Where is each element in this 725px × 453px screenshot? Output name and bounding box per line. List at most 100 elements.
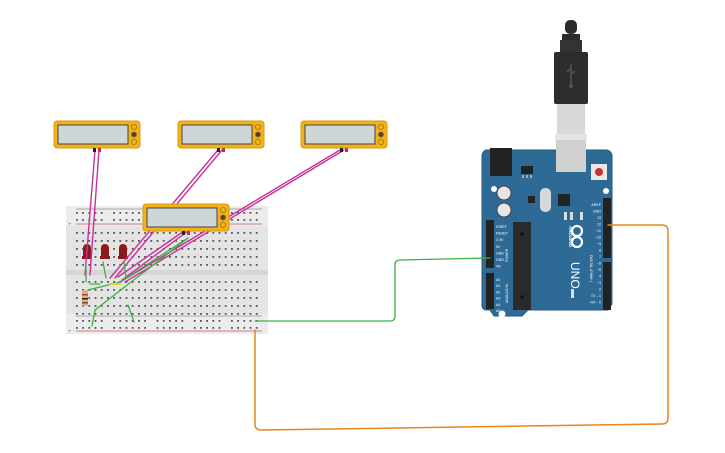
breadboard-hole[interactable] bbox=[187, 281, 190, 283]
breadboard-hole[interactable] bbox=[144, 313, 146, 315]
breadboard-hole[interactable] bbox=[249, 256, 252, 258]
breadboard-hole[interactable] bbox=[144, 240, 146, 242]
multimeter-port-icon[interactable] bbox=[254, 138, 261, 145]
breadboard-hole[interactable] bbox=[200, 305, 202, 307]
breadboard-hole[interactable] bbox=[100, 305, 103, 307]
breadboard-hole[interactable] bbox=[212, 289, 215, 291]
multimeter[interactable] bbox=[53, 120, 141, 152]
breadboard-hole[interactable] bbox=[82, 327, 84, 329]
breadboard-hole[interactable] bbox=[243, 256, 246, 258]
wire-probe[interactable] bbox=[124, 149, 345, 283]
digital-header-bottom[interactable] bbox=[603, 262, 611, 310]
breadboard-hole[interactable] bbox=[131, 289, 134, 291]
breadboard-hole[interactable] bbox=[162, 305, 165, 307]
breadboard-hole[interactable] bbox=[255, 212, 258, 214]
breadboard-hole[interactable] bbox=[224, 297, 227, 299]
breadboard-hole[interactable] bbox=[206, 281, 208, 283]
breadboard-hole[interactable] bbox=[206, 320, 208, 322]
arduino-uno[interactable]: ARDUINO UNO POWER ANALOG IN DIGITAL (PWM… bbox=[481, 140, 613, 318]
breadboard-hole[interactable] bbox=[76, 320, 78, 322]
breadboard-hole[interactable] bbox=[113, 297, 115, 299]
breadboard-hole[interactable] bbox=[100, 313, 103, 315]
breadboard-hole[interactable] bbox=[175, 305, 177, 307]
breadboard-hole[interactable] bbox=[169, 281, 171, 283]
breadboard-hole[interactable] bbox=[231, 240, 233, 242]
breadboard-hole[interactable] bbox=[156, 256, 159, 258]
breadboard-hole[interactable] bbox=[131, 219, 134, 221]
breadboard-hole[interactable] bbox=[94, 305, 97, 307]
breadboard-hole[interactable] bbox=[206, 248, 208, 250]
breadboard-hole[interactable] bbox=[175, 264, 177, 266]
breadboard-hole[interactable] bbox=[193, 313, 196, 315]
breadboard-hole[interactable] bbox=[212, 281, 215, 283]
breadboard-hole[interactable] bbox=[119, 232, 122, 234]
breadboard-hole[interactable] bbox=[94, 240, 97, 242]
breadboard-hole[interactable] bbox=[243, 232, 246, 234]
multimeter-port-icon[interactable] bbox=[130, 131, 137, 138]
breadboard-hole[interactable] bbox=[94, 297, 97, 299]
breadboard-hole[interactable] bbox=[224, 305, 227, 307]
breadboard-hole[interactable] bbox=[231, 248, 233, 250]
breadboard-hole[interactable] bbox=[131, 297, 134, 299]
breadboard-hole[interactable] bbox=[88, 327, 91, 329]
breadboard-hole[interactable] bbox=[76, 256, 78, 258]
breadboard-hole[interactable] bbox=[249, 320, 252, 322]
breadboard-hole[interactable] bbox=[100, 212, 103, 214]
breadboard-hole[interactable] bbox=[113, 256, 115, 258]
breadboard-hole[interactable] bbox=[82, 219, 84, 221]
probe-black[interactable] bbox=[93, 148, 96, 152]
breadboard-hole[interactable] bbox=[175, 289, 177, 291]
wire-jumper[interactable] bbox=[87, 237, 189, 291]
breadboard-hole[interactable] bbox=[113, 240, 115, 242]
breadboard-hole[interactable] bbox=[88, 240, 91, 242]
breadboard-hole[interactable] bbox=[119, 313, 122, 315]
wire-pin13-to-breadboard[interactable] bbox=[254, 224, 669, 431]
breadboard-hole[interactable] bbox=[88, 297, 91, 299]
breadboard-hole[interactable] bbox=[138, 313, 140, 315]
breadboard-hole[interactable] bbox=[76, 219, 78, 221]
breadboard-hole[interactable] bbox=[193, 248, 196, 250]
multimeter-port-icon[interactable] bbox=[130, 124, 137, 131]
breadboard-hole[interactable] bbox=[193, 240, 196, 242]
breadboard-hole[interactable] bbox=[82, 212, 84, 214]
wire-gnd-to-arduino[interactable] bbox=[254, 257, 491, 322]
breadboard-hole[interactable] bbox=[138, 232, 140, 234]
breadboard-hole[interactable] bbox=[94, 212, 97, 214]
breadboard-hole[interactable] bbox=[181, 320, 184, 322]
breadboard-hole[interactable] bbox=[255, 240, 258, 242]
breadboard-hole[interactable] bbox=[231, 313, 233, 315]
breadboard-hole[interactable] bbox=[187, 313, 190, 315]
breadboard-hole[interactable] bbox=[237, 212, 239, 214]
breadboard-hole[interactable] bbox=[206, 327, 208, 329]
breadboard-hole[interactable] bbox=[94, 232, 97, 234]
breadboard-hole[interactable] bbox=[76, 313, 78, 315]
breadboard-hole[interactable] bbox=[243, 305, 246, 307]
breadboard-hole[interactable] bbox=[237, 313, 239, 315]
breadboard-hole[interactable] bbox=[113, 248, 115, 250]
breadboard-hole[interactable] bbox=[193, 320, 196, 322]
breadboard-hole[interactable] bbox=[249, 297, 252, 299]
breadboard-hole[interactable] bbox=[243, 289, 246, 291]
breadboard-hole[interactable] bbox=[144, 232, 146, 234]
breadboard-hole[interactable] bbox=[206, 297, 208, 299]
breadboard-hole[interactable] bbox=[150, 232, 153, 234]
breadboard-hole[interactable] bbox=[224, 281, 227, 283]
breadboard-hole[interactable] bbox=[94, 327, 97, 329]
breadboard-hole[interactable] bbox=[249, 281, 252, 283]
breadboard-hole[interactable] bbox=[94, 264, 97, 266]
breadboard-hole[interactable] bbox=[131, 232, 134, 234]
wire-probe[interactable] bbox=[89, 149, 100, 276]
breadboard-hole[interactable] bbox=[113, 264, 115, 266]
breadboard-hole[interactable] bbox=[100, 320, 103, 322]
breadboard-hole[interactable] bbox=[88, 281, 91, 283]
breadboard-hole[interactable] bbox=[144, 281, 146, 283]
breadboard-hole[interactable] bbox=[218, 320, 221, 322]
breadboard-hole[interactable] bbox=[212, 264, 215, 266]
breadboard-hole[interactable] bbox=[255, 264, 258, 266]
breadboard-hole[interactable] bbox=[76, 281, 78, 283]
breadboard-hole[interactable] bbox=[131, 212, 134, 214]
breadboard-hole[interactable] bbox=[76, 232, 78, 234]
breadboard-hole[interactable] bbox=[237, 327, 239, 329]
breadboard-hole[interactable] bbox=[237, 264, 239, 266]
breadboard-hole[interactable] bbox=[193, 264, 196, 266]
